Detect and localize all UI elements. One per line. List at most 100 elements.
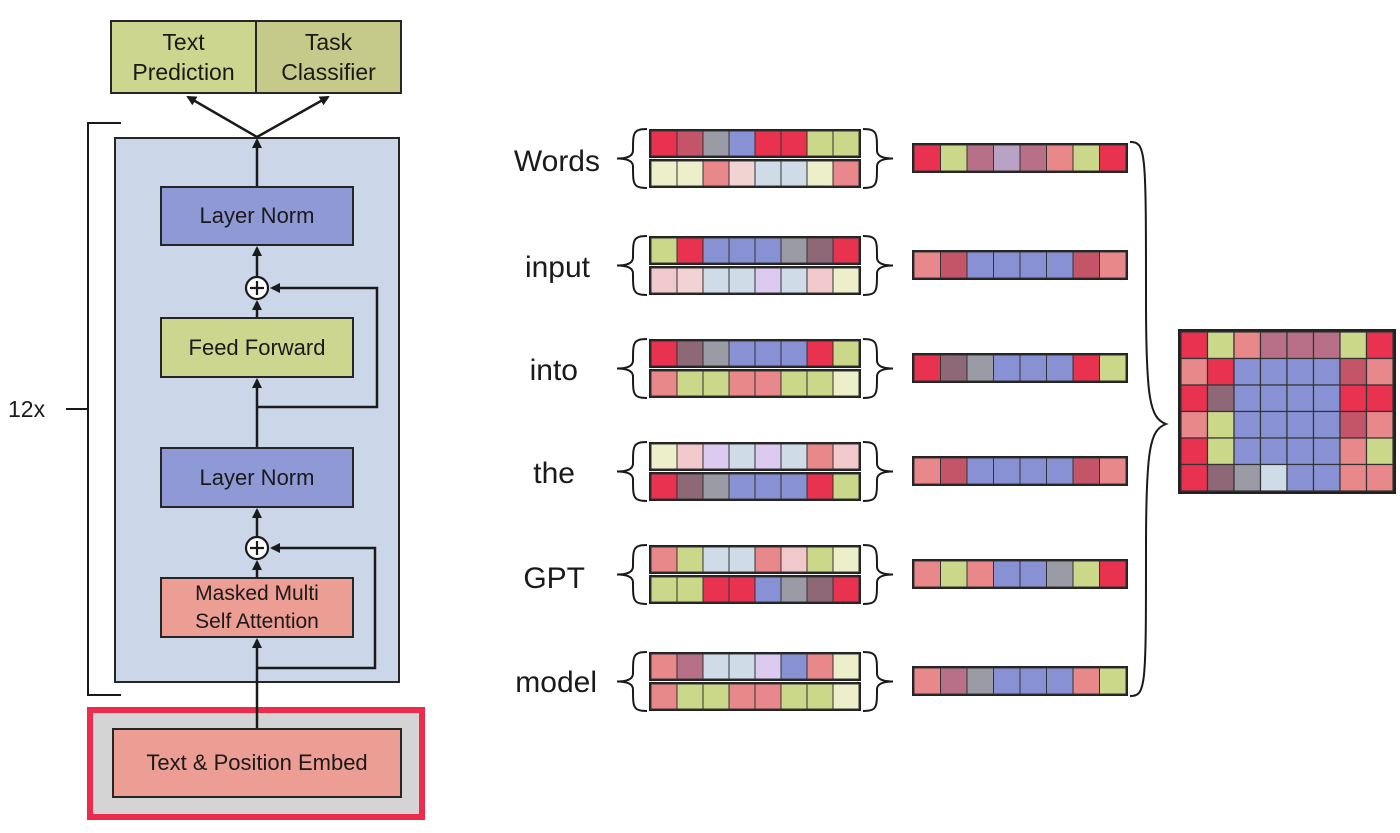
task-classifier-line1: Task	[304, 29, 353, 55]
combined-embedding-strip-cell	[940, 560, 968, 588]
combined-embedding-strip-cell	[1019, 560, 1047, 588]
sequence-matrix-cell	[1312, 331, 1341, 360]
sequence-matrix-cell	[1180, 384, 1209, 413]
token-embedding-strip-frame	[649, 652, 861, 681]
token-embedding-strip-cell	[806, 130, 834, 157]
sequence-matrix-cell	[1339, 410, 1368, 439]
combined-embedding-strip-cell	[993, 560, 1021, 588]
combined-embedding-strip-frame	[912, 353, 1128, 383]
residual-path-1	[257, 543, 377, 670]
sequence-matrix-cell	[1206, 437, 1235, 466]
position-embedding-strip-cell	[650, 160, 678, 187]
sequence-matrix-cell	[1180, 357, 1209, 386]
token-embedding-strip-cell	[780, 130, 808, 157]
position-embedding-strip-cell	[728, 473, 756, 500]
repeat-count-label: 12x	[8, 396, 46, 422]
token-embedding-strip-cell	[650, 340, 678, 367]
sequence-matrix-cell	[1259, 331, 1288, 360]
task-classifier-line2: Classifier	[281, 59, 376, 85]
left-brace	[616, 128, 648, 189]
combined-embedding-strip-frame	[912, 559, 1128, 589]
sequence-matrix-cell	[1259, 410, 1288, 439]
combined-embedding-strip-cell	[993, 457, 1021, 485]
combined-embedding-strip-cell	[1046, 144, 1074, 172]
sequence-matrix-cell	[1286, 437, 1315, 466]
word-label-model: model	[515, 666, 597, 699]
sequence-matrix-cell	[1206, 331, 1235, 360]
position-embedding-strip-cell	[832, 370, 860, 397]
position-embedding-strip-cell	[780, 370, 808, 397]
sequence-matrix-cell	[1365, 331, 1394, 360]
sequence-matrix-cell	[1180, 410, 1209, 439]
right-brace	[862, 651, 894, 712]
combined-embedding-strip-cell	[940, 354, 968, 382]
sequence-matrix-cell	[1233, 384, 1262, 413]
position-embedding-strip-cell	[728, 370, 756, 397]
sequence-matrix-cell	[1339, 437, 1368, 466]
position-embedding-strip-cell	[728, 683, 756, 710]
combined-embedding-strip-cell	[1019, 144, 1047, 172]
token-embedding-strip-cell	[676, 237, 704, 264]
right-brace	[862, 338, 894, 399]
token-embedding-strip-cell	[702, 130, 730, 157]
position-embedding-strip-cell	[780, 267, 808, 294]
token-embedding-strip-cell	[728, 546, 756, 573]
attention-label-line2: Self Attention	[195, 609, 319, 633]
layer-norm-bottom-label: Layer Norm	[199, 464, 315, 490]
sequence-matrix-cell	[1312, 357, 1341, 386]
text-position-embed-block: Text & Position Embed	[112, 728, 402, 798]
token-embedding-strip-cell	[754, 340, 782, 367]
position-embedding-strip-cell	[780, 160, 808, 187]
right-brace	[862, 441, 894, 502]
combined-embedding-strip-cell	[1019, 251, 1047, 279]
residual-path-2	[257, 283, 379, 409]
output-heads: Text Prediction Task Classifier	[110, 20, 402, 94]
sequence-brace	[1129, 141, 1169, 697]
sequence-matrix-cell	[1233, 331, 1262, 360]
combined-embedding-strip-frame	[912, 250, 1128, 280]
position-embedding-strip-cell	[806, 370, 834, 397]
sequence-matrix-cell	[1286, 463, 1315, 492]
combined-embedding-strip-cell	[966, 251, 994, 279]
word-label-into: into	[529, 354, 578, 387]
left-brace	[616, 441, 648, 502]
layer-norm-top-label: Layer Norm	[199, 203, 315, 228]
token-embedding-strip-cell	[702, 443, 730, 470]
position-embedding-strip-frame	[649, 575, 861, 604]
combined-embedding-strip-cell	[993, 354, 1021, 382]
position-embedding-strip-cell	[754, 576, 782, 603]
combined-embedding-strip-cell	[993, 251, 1021, 279]
masked-attention-block: Masked Multi Self Attention	[160, 577, 354, 638]
position-embedding-strip-cell	[832, 473, 860, 500]
token-embedding-strip-cell	[728, 443, 756, 470]
token-embedding-strip-cell	[676, 443, 704, 470]
token-embedding-strip-cell	[650, 546, 678, 573]
combined-embedding-strip-cell	[1046, 560, 1074, 588]
token-embedding-strip-cell	[676, 130, 704, 157]
sequence-matrix-cell	[1259, 437, 1288, 466]
embed-label: Text & Position Embed	[146, 750, 368, 775]
text-prediction-head: Text Prediction	[112, 22, 255, 92]
position-embedding-strip-cell	[832, 267, 860, 294]
token-embedding-strip-cell	[832, 237, 860, 264]
sequence-matrix-cell	[1206, 463, 1235, 492]
sequence-matrix-cell	[1312, 437, 1341, 466]
attention-label-line1: Masked Multi	[195, 581, 319, 605]
token-embedding-strip-cell	[780, 546, 808, 573]
token-embedding-strip-cell	[780, 340, 808, 367]
position-embedding-strip-cell	[650, 370, 678, 397]
token-embedding-strip-cell	[780, 237, 808, 264]
token-embedding-strip-cell	[676, 653, 704, 680]
combined-embedding-strip-cell	[1072, 251, 1100, 279]
token-embedding-strip-cell	[754, 130, 782, 157]
combined-embedding-strip-frame	[912, 143, 1128, 173]
position-embedding-strip-frame	[649, 369, 861, 398]
combined-embedding-strip-cell	[1019, 457, 1047, 485]
sequence-matrix-cell	[1286, 410, 1315, 439]
token-embedding-strip-cell	[754, 546, 782, 573]
combined-embedding-strip-cell	[1099, 354, 1127, 382]
combined-embedding-strip-cell	[940, 251, 968, 279]
position-embedding-strip-frame	[649, 472, 861, 501]
combined-embedding-strip-cell	[1019, 667, 1047, 695]
combined-embedding-strip-cell	[1046, 667, 1074, 695]
